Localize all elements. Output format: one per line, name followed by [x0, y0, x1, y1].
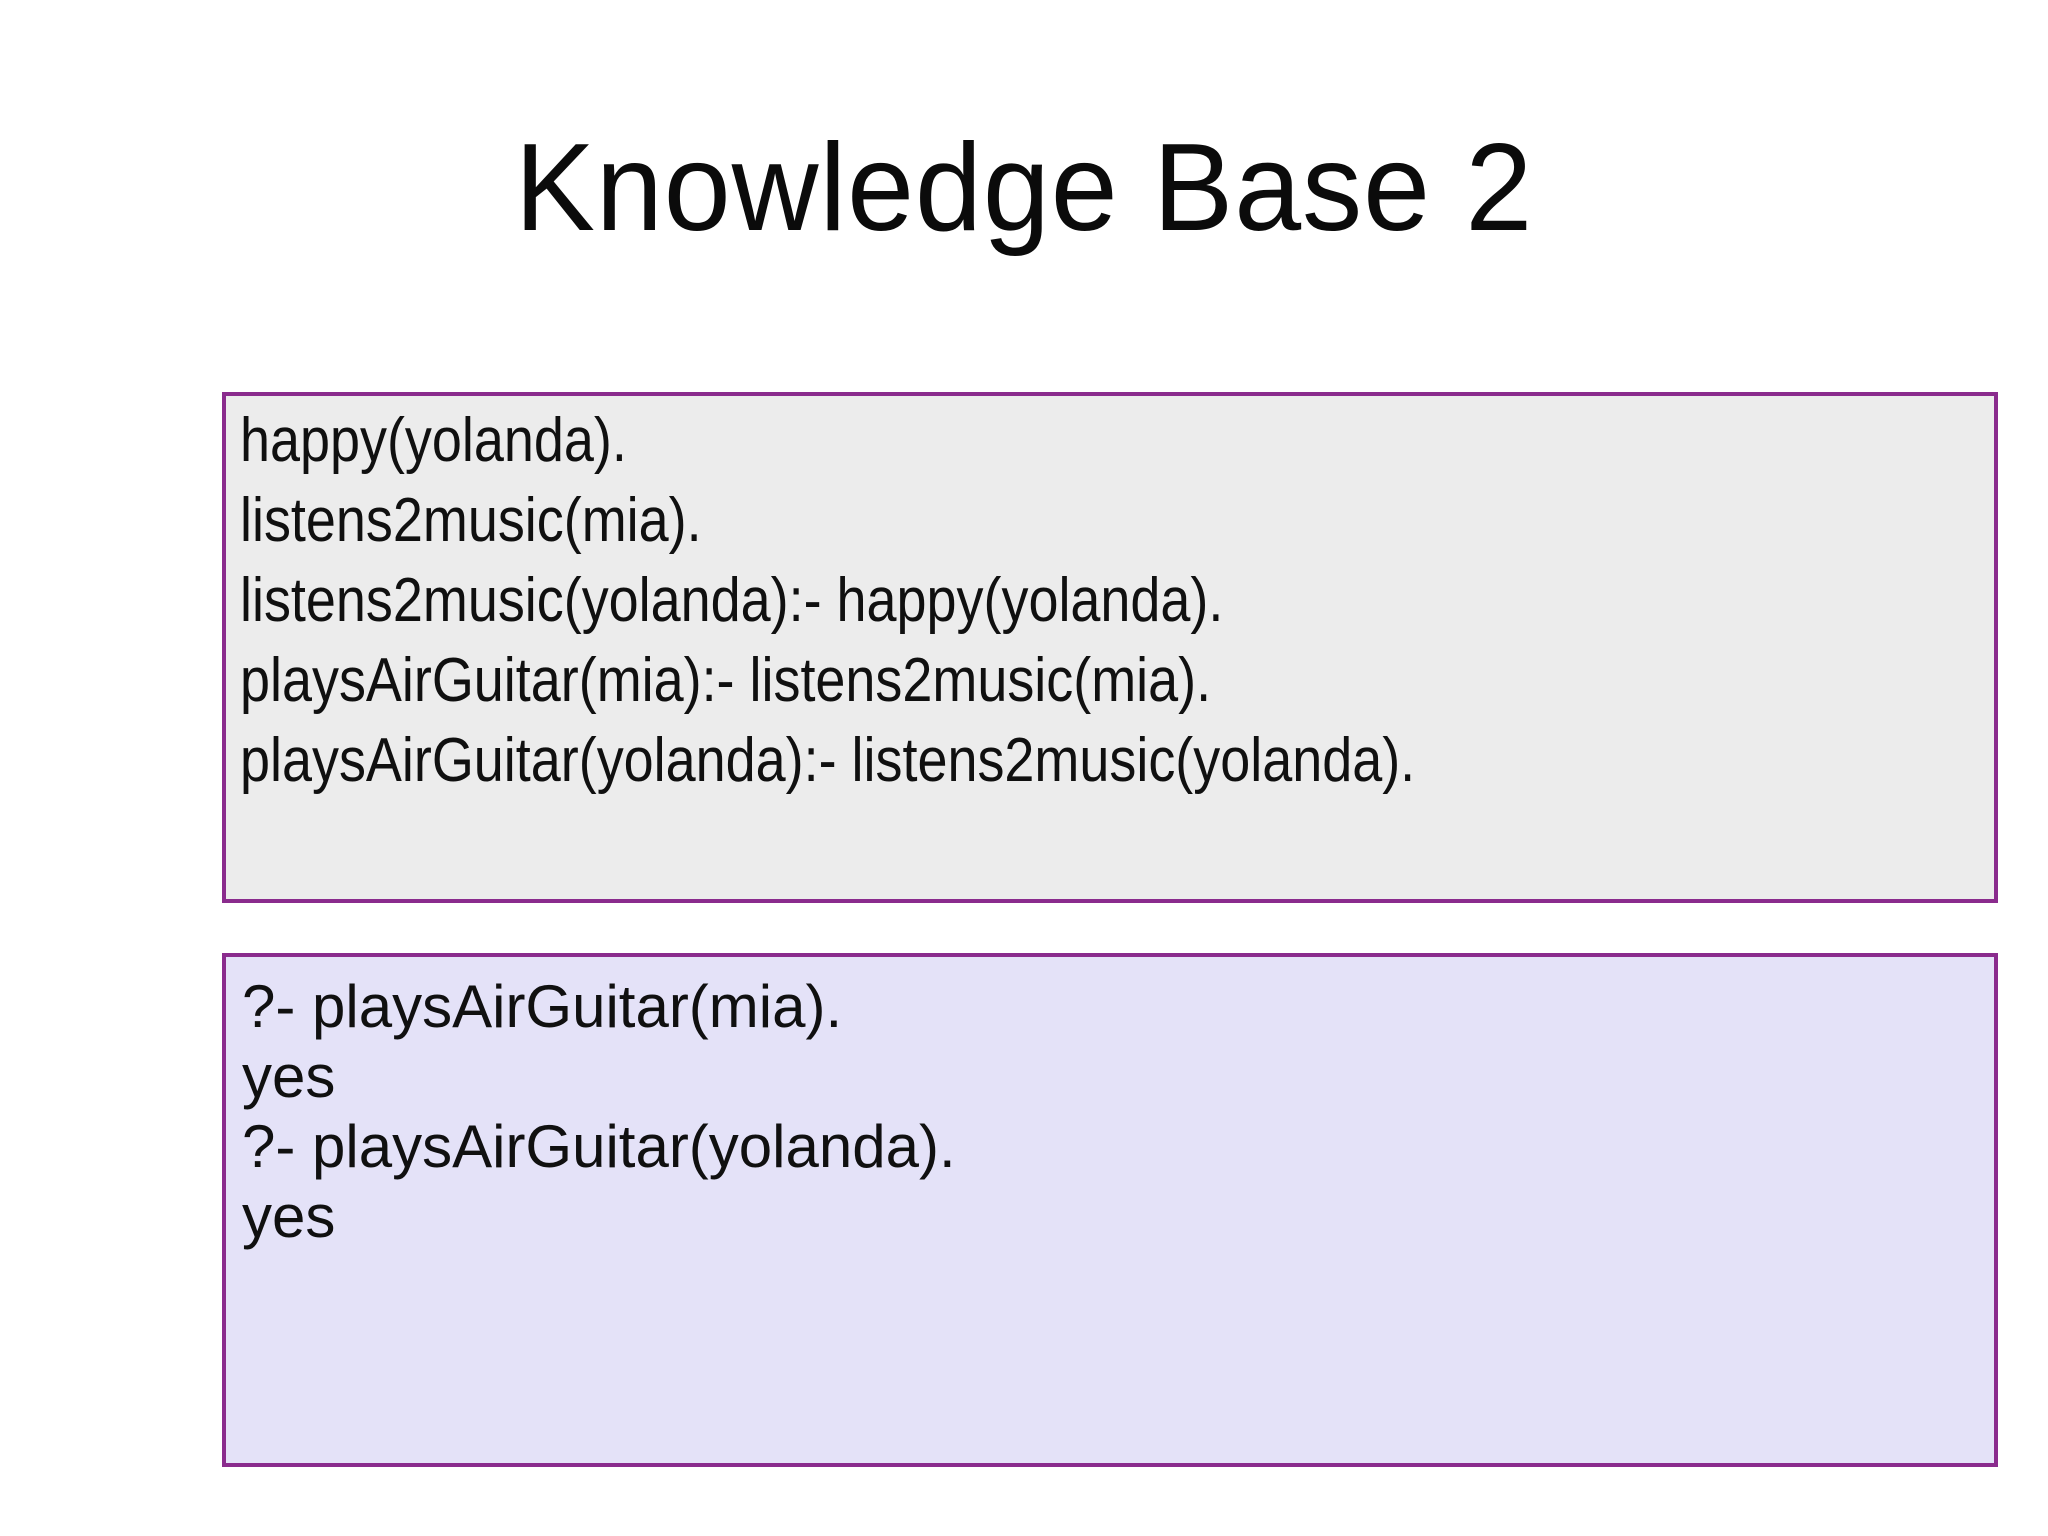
query-box: ?- playsAirGuitar(mia). yes ?- playsAirG… [222, 953, 1998, 1467]
kb-rule-line: listens2music(yolanda):- happy(yolanda). [240, 566, 1224, 635]
knowledge-base-box: happy(yolanda). listens2music(mia). list… [222, 392, 1998, 903]
kb-fact-line: listens2music(mia). [240, 486, 702, 555]
kb-fact-line: happy(yolanda). [240, 406, 627, 475]
query-answer-line: yes [242, 1043, 336, 1110]
query-line: ?- playsAirGuitar(yolanda). [242, 1113, 956, 1180]
kb-rule-line: playsAirGuitar(mia):- listens2music(mia)… [240, 646, 1212, 715]
page-title: Knowledge Base 2 [514, 119, 1534, 257]
query-line: ?- playsAirGuitar(mia). [242, 973, 843, 1040]
kb-rule-line: playsAirGuitar(yolanda):- listens2music(… [240, 726, 1416, 795]
query-answer-line: yes [242, 1183, 336, 1250]
